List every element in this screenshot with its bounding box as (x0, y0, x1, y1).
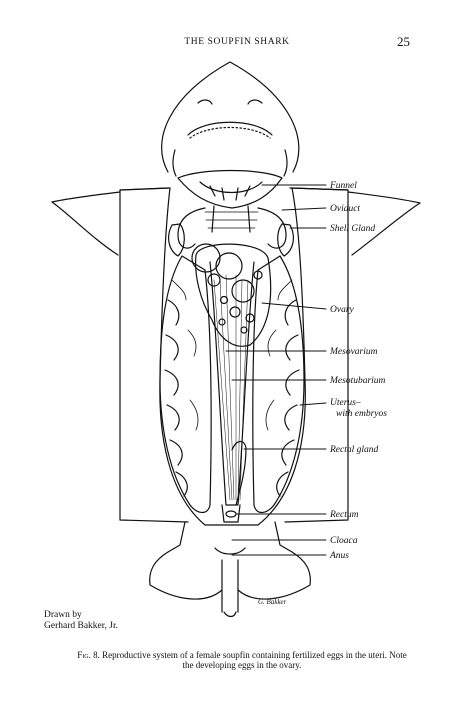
left-oviduct (177, 207, 206, 249)
label-anus: Anus (329, 551, 349, 561)
label-oviduct: Oviduct (330, 204, 360, 214)
label-mesovarium: Mesovarium (329, 347, 378, 357)
label-rectum: Rectum (329, 510, 359, 520)
ovary (191, 243, 272, 347)
shark-tail-body (167, 521, 293, 553)
left-pectoral-fin (51, 191, 121, 256)
left-uterus (159, 255, 212, 514)
drawing-credit: Drawn by Gerhard Bakker, Jr. (44, 610, 118, 632)
funnel (177, 169, 283, 209)
left-pelvic-fin (149, 551, 223, 600)
figure-number: Fig. 8. (77, 650, 100, 660)
figure-caption: Fig. 8. Reproductive system of a female … (72, 650, 412, 670)
shark-mouth (187, 121, 273, 136)
leader-lines (225, 184, 327, 556)
label-ovary: Ovary (330, 305, 355, 315)
right-pectoral-fin (347, 191, 421, 256)
left-shell-gland (168, 223, 185, 257)
label-rectal-gland: Rectal gland (329, 445, 379, 455)
running-title: THE SOUPFIN SHARK (184, 37, 290, 47)
shark-dissection-figure: Funnel Oviduct Shell Gland Ovary Mesovar… (0, 48, 474, 618)
right-oviduct (257, 207, 287, 249)
artist-signature: G. Bakker (258, 598, 287, 606)
right-shell-gland (277, 223, 294, 257)
shark-head-outline (161, 61, 300, 173)
rectal-gland (231, 440, 247, 506)
credit-line-1: Drawn by (44, 610, 82, 620)
label-uterus: Uterus– (330, 398, 361, 408)
page-number: 25 (397, 34, 410, 49)
label-shell-gland: Shell Gland (330, 224, 375, 234)
caption-text: Reproductive system of a female soupfin … (102, 650, 407, 670)
page-header: THE SOUPFIN SHARK 25 (0, 34, 474, 50)
label-cloaca: Cloaca (330, 536, 358, 546)
label-mesotubarium: Mesotubarium (329, 376, 386, 386)
credit-line-2: Gerhard Bakker, Jr. (44, 621, 119, 631)
label-uterus-embryos: with embryos (336, 409, 387, 419)
mesotubarium (209, 261, 255, 506)
right-uterus (252, 255, 305, 514)
right-pelvic-fin (237, 551, 311, 600)
rectum (221, 504, 241, 523)
label-funnel: Funnel (329, 181, 357, 191)
